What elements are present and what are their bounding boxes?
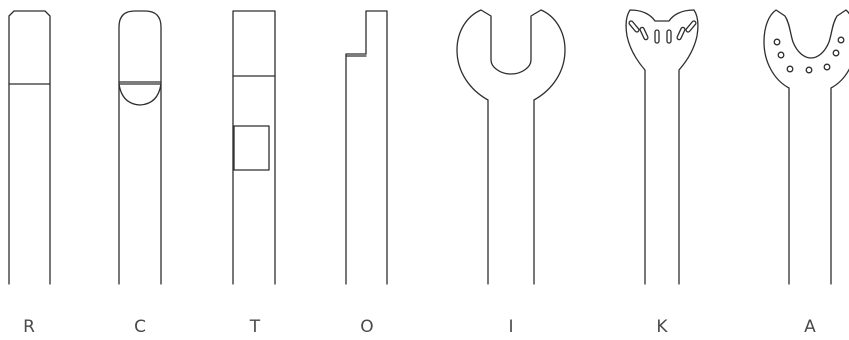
tool-i: I [456, 9, 566, 337]
tool-t: T [232, 10, 276, 337]
pinned-wrench-icon [763, 9, 849, 285]
flat-tip-tool-icon [8, 10, 51, 285]
tool-label-a: A [804, 317, 816, 337]
tool-label-i: I [508, 317, 513, 337]
tool-label-k: K [656, 317, 668, 337]
tool-r: R [8, 10, 51, 337]
tool-c: C [118, 10, 162, 337]
tool-label-c: C [134, 317, 146, 337]
offset-step-tool-icon [345, 10, 388, 285]
rounded-tip-tool-icon [118, 10, 162, 285]
tool-label-r: R [23, 317, 35, 337]
tool-label-o: O [360, 317, 373, 337]
tool-label-t: T [249, 317, 261, 337]
tool-a: A [763, 9, 849, 337]
tool-o: O [345, 10, 388, 337]
square-window-tool-icon [232, 10, 276, 285]
open-wrench-icon [456, 9, 566, 285]
tool-k: K [625, 9, 699, 337]
slotted-wrench-icon [625, 9, 699, 285]
